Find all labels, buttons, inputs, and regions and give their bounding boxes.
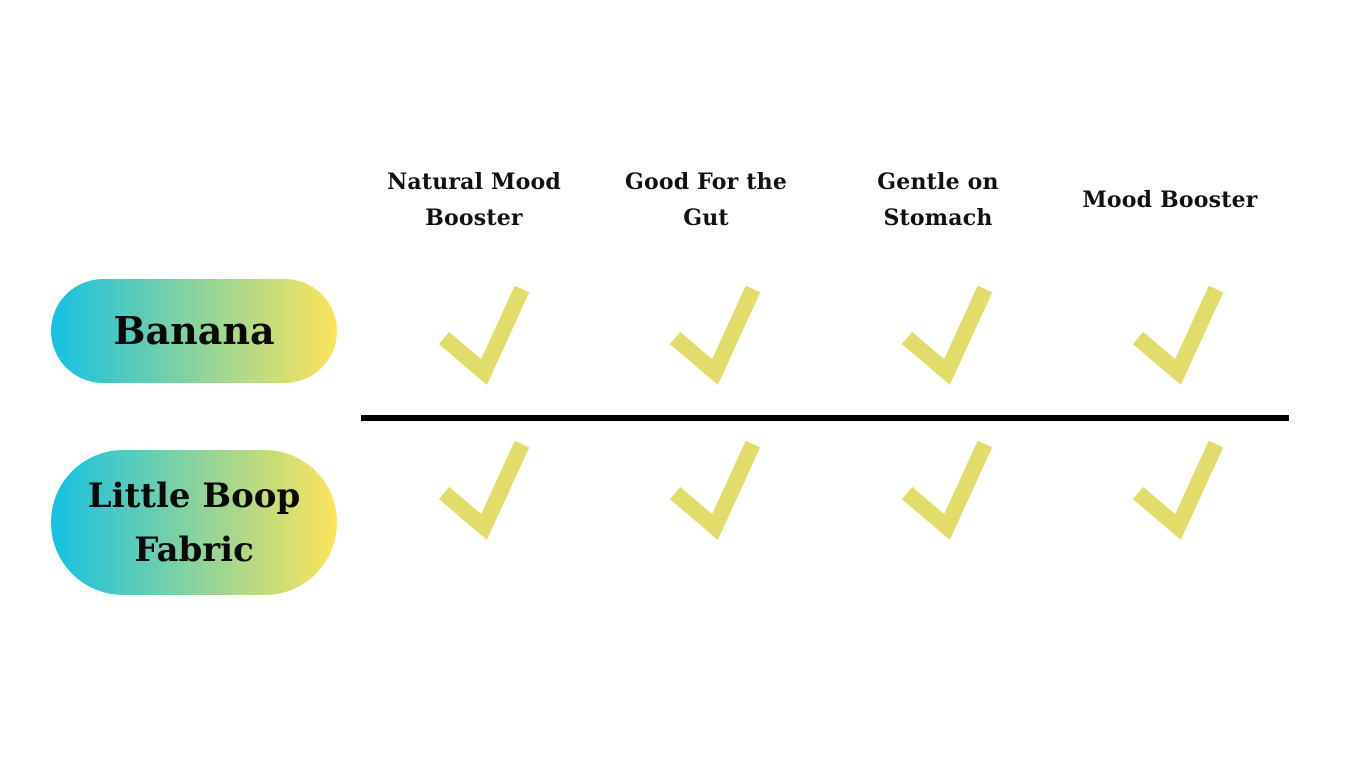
checkmark-icon	[436, 438, 532, 548]
column-header-natural-mood-booster: Natural Mood Booster	[387, 169, 561, 231]
row-label-text: Little Boop Fabric	[87, 475, 301, 570]
checkmark-icon	[1130, 438, 1226, 548]
checkmark-icon	[667, 283, 763, 393]
checkmark-icon	[1130, 283, 1226, 393]
column-header-mood-booster: Mood Booster	[1082, 187, 1258, 213]
checkmark-icon	[899, 283, 995, 393]
row-label-banana: Banana	[51, 279, 337, 383]
column-header-good-for-the-gut: Good For the Gut	[624, 169, 788, 231]
checkmark-icon	[899, 438, 995, 548]
row-label-little-boop-fabric: Little Boop Fabric	[51, 450, 337, 595]
row-label-text: Banana	[113, 308, 275, 353]
checkmark-icon	[667, 438, 763, 548]
column-header-gentle-on-stomach: Gentle on Stomach	[877, 169, 999, 231]
row-divider	[361, 415, 1289, 421]
checkmark-icon	[436, 283, 532, 393]
